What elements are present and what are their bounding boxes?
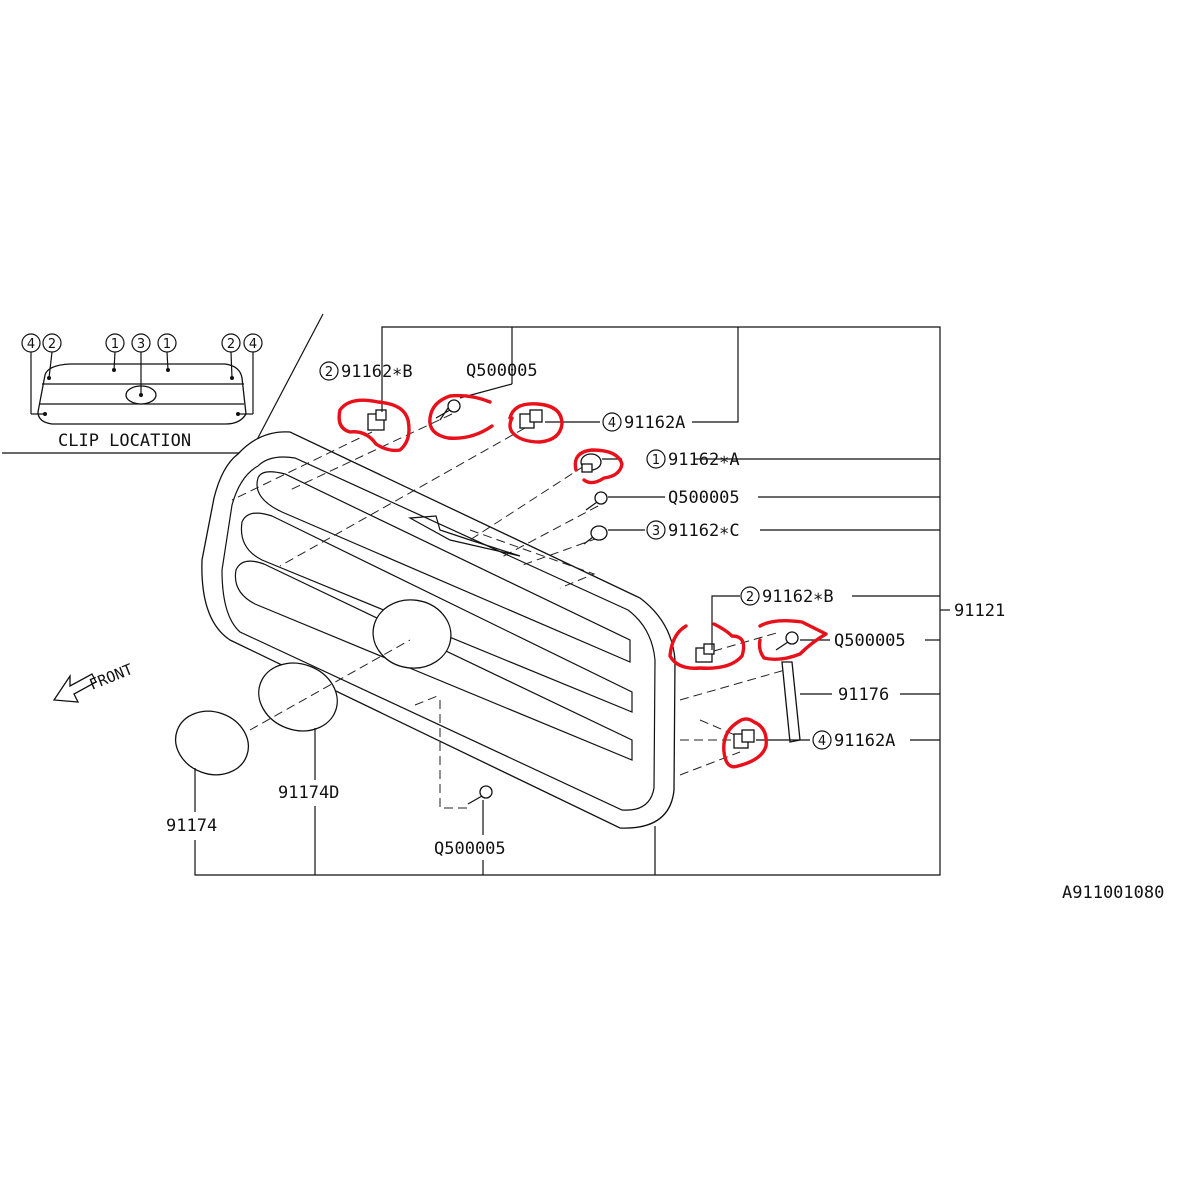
clip-91162c [583, 525, 608, 545]
clip-91162a-bottom [733, 729, 755, 749]
svg-text:4: 4 [249, 337, 257, 352]
inset-marker-1-left: 1 [105, 333, 125, 353]
callout-91121: 91121 [954, 601, 1005, 621]
screw-q500005-bottom [467, 785, 493, 805]
clip-91162a-a [580, 453, 602, 473]
svg-text:1: 1 [163, 337, 171, 352]
callout-91162c: 3 91162∗C [646, 520, 740, 541]
svg-text:1: 1 [111, 337, 119, 352]
clip-91162a-top [519, 409, 543, 429]
svg-text:2: 2 [227, 337, 235, 352]
callout-q500005-right: Q500005 [834, 631, 906, 651]
front-grille [201, 431, 676, 829]
inset-marker-3: 3 [131, 333, 151, 353]
seal-91176 [781, 661, 801, 743]
highlight-circle-1 [337, 398, 411, 453]
screw-q500005-right [775, 631, 799, 651]
assembly-lines [231, 413, 786, 809]
leader-lines [194, 326, 950, 876]
screw-q500005-mid [585, 491, 608, 511]
callout-q500005-top: Q500005 [466, 361, 538, 381]
callout-91162b-right: 2 91162∗B [740, 586, 834, 607]
svg-text:91162∗C: 91162∗C [668, 521, 740, 541]
highlight-circle-4 [573, 448, 624, 485]
highlight-circle-3 [508, 402, 564, 444]
clip-location-title: CLIP LOCATION [58, 431, 191, 451]
svg-text:4: 4 [818, 734, 826, 749]
callout-91176: 91176 [838, 685, 889, 705]
inset-marker-4-left: 4 [21, 333, 41, 353]
svg-text:1: 1 [652, 453, 660, 468]
svg-text:2: 2 [746, 590, 754, 605]
callout-91162b-top: 2 91162∗B [319, 361, 413, 382]
front-arrow: FRONT [52, 660, 136, 703]
svg-text:91162A: 91162A [624, 413, 685, 433]
callout-91174d: 91174D [278, 783, 339, 803]
callout-q500005-bottom: Q500005 [434, 839, 506, 859]
inset-marker-1-right: 1 [157, 333, 177, 353]
callout-q500005-mid: Q500005 [668, 488, 740, 508]
svg-text:FRONT: FRONT [87, 660, 136, 694]
svg-text:4: 4 [27, 337, 35, 352]
svg-text:3: 3 [137, 337, 145, 352]
screw-q500005-top [435, 399, 461, 421]
ornament-91174 [175, 710, 249, 776]
highlight-circle-6 [757, 618, 828, 662]
svg-text:91162∗A: 91162∗A [668, 450, 740, 470]
drawing-id: A911001080 [1062, 883, 1164, 903]
highlight-circle-7 [722, 717, 768, 769]
highlight-marks [337, 393, 828, 769]
clip-location-inset: 4 2 1 3 1 2 4 CLIP LOCATION [2, 313, 324, 454]
inset-marker-4-right: 4 [243, 333, 263, 353]
callout-91162a-bottom: 4 91162A [812, 730, 895, 751]
inset-marker-2-left: 2 [42, 333, 62, 353]
highlight-circle-2 [428, 393, 494, 440]
svg-text:2: 2 [48, 337, 56, 352]
inset-marker-2-right: 2 [221, 333, 241, 353]
fasteners [367, 399, 799, 805]
callout-91162a-a: 1 91162∗A [646, 449, 740, 470]
grille-emblem-mount [372, 599, 452, 669]
highlight-circle-5 [668, 622, 746, 670]
svg-text:3: 3 [652, 524, 660, 539]
clip-91162b-right [695, 643, 715, 663]
callout-91174: 91174 [166, 816, 217, 836]
svg-text:91162A: 91162A [834, 731, 895, 751]
svg-text:4: 4 [608, 416, 616, 431]
callout-91162a-top: 4 91162A [602, 412, 685, 433]
svg-text:2: 2 [325, 365, 333, 380]
svg-text:91162∗B: 91162∗B [762, 587, 834, 607]
svg-text:91162∗B: 91162∗B [341, 362, 413, 382]
